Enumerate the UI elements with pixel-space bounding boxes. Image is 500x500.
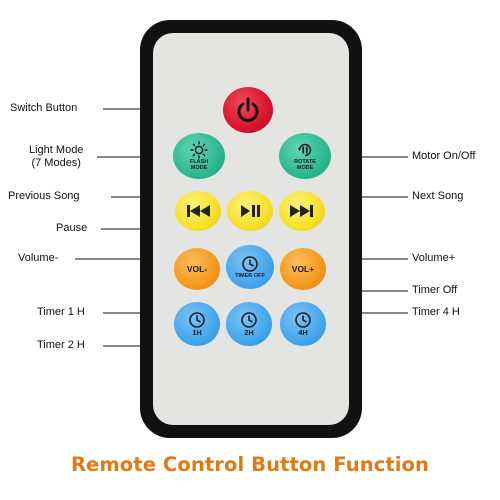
footer-title: Remote Control Button Function [70, 453, 430, 476]
label-motor-on-off: Motor On/Off [412, 150, 476, 162]
clock-icon [242, 256, 258, 272]
previous-track-icon [187, 205, 210, 217]
power-icon [237, 97, 259, 122]
timer-1h-button[interactable]: 1H [174, 302, 220, 346]
label-volume-down: Volume- [18, 252, 59, 264]
play-pause-button[interactable] [227, 191, 273, 231]
clock-icon [241, 312, 257, 328]
sun-icon [190, 141, 208, 159]
label-next-song: Next Song [412, 190, 464, 202]
label-volume-up: Volume+ [412, 252, 456, 264]
rotate-mode-button[interactable]: ROTATE MODE [279, 133, 331, 179]
timer-2h-text: 2H [244, 328, 254, 337]
volume-down-button[interactable]: VOL- [174, 248, 220, 290]
label-timer-off: Timer Off [412, 284, 458, 296]
previous-song-button[interactable] [175, 191, 221, 231]
play-pause-icon [241, 205, 260, 217]
vol-up-text: VOL+ [291, 264, 315, 274]
timer-4h-button[interactable]: 4H [280, 302, 326, 346]
pause-rotate-icon [298, 143, 312, 157]
label-timer-2h: Timer 2 H [37, 339, 85, 351]
label-timer-4h: Timer 4 H [412, 306, 460, 318]
label-light-mode-line2: (7 Modes) [31, 157, 81, 169]
timer-2h-button[interactable]: 2H [226, 302, 272, 346]
vol-down-text: VOL- [186, 264, 208, 274]
volume-up-button[interactable]: VOL+ [280, 248, 326, 290]
timer-4h-text: 4H [298, 328, 308, 337]
label-pause: Pause [56, 222, 88, 234]
clock-icon [295, 312, 311, 328]
timer-off-text: TIMER OFF [235, 273, 265, 279]
timer-1h-text: 1H [192, 328, 202, 337]
flash-mode-button[interactable]: FLASH MODE [173, 133, 225, 179]
flash-mode-text: FLASH MODE [189, 159, 209, 171]
clock-icon [189, 312, 205, 328]
power-button[interactable] [223, 87, 273, 133]
next-track-icon [290, 205, 313, 217]
label-previous-song: Previous Song [8, 190, 80, 202]
timer-off-button[interactable]: TIMER OFF [226, 245, 274, 289]
label-timer-1h: Timer 1 H [37, 306, 85, 318]
label-light-mode-line1: Light Mode [29, 144, 84, 156]
label-switch-button: Switch Button [10, 102, 78, 114]
label-light-mode: Light Mode (7 Modes) [29, 144, 83, 170]
rotate-mode-text: ROTATE MODE [294, 159, 316, 171]
next-song-button[interactable] [279, 191, 325, 231]
